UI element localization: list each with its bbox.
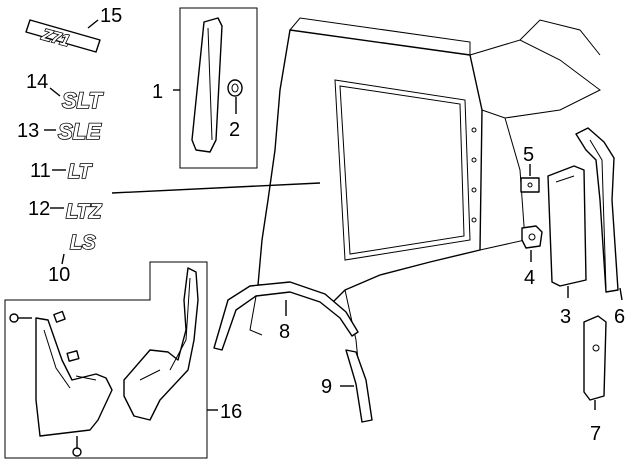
part-5-clip: 5 bbox=[520, 144, 540, 193]
emblem-ltz: LTZ 12 bbox=[28, 198, 103, 224]
emblem-ls: LS 10 bbox=[48, 231, 97, 286]
part-7-applique: 7 bbox=[583, 315, 607, 445]
part-2-clip: 2 bbox=[227, 79, 243, 141]
part-16-mudflap-kit: 16 bbox=[4, 261, 242, 459]
part-3-trim-panel: 3 bbox=[547, 165, 587, 328]
part-16-box bbox=[4, 261, 208, 459]
emblem-ls-text: LS bbox=[70, 232, 96, 254]
part-1-box bbox=[179, 7, 258, 169]
callout-9: 9 bbox=[321, 376, 332, 398]
part-9-trim-strip: 9 bbox=[321, 349, 373, 423]
vehicle-body bbox=[249, 17, 601, 381]
emblem-z71: Z71 15 bbox=[25, 5, 122, 53]
emblem-sle-text: SLE bbox=[58, 119, 102, 144]
emblem-lt-text: LT bbox=[68, 161, 93, 183]
callout-4: 4 bbox=[524, 267, 535, 289]
callout-15: 15 bbox=[100, 5, 122, 27]
callout-14: 14 bbox=[26, 71, 48, 93]
emblem-sle: SLE 13 bbox=[17, 118, 103, 145]
emblem-lt: LT 11 bbox=[30, 160, 94, 184]
callout-5: 5 bbox=[523, 144, 534, 166]
emblem-z71-text: Z71 bbox=[39, 26, 71, 50]
callout-13: 13 bbox=[17, 120, 39, 142]
emblem-slt: SLT 14 bbox=[26, 71, 104, 114]
callout-3: 3 bbox=[560, 306, 571, 328]
callout-16: 16 bbox=[220, 401, 242, 423]
callout-11: 11 bbox=[30, 160, 51, 182]
callout-7: 7 bbox=[590, 423, 601, 445]
callout-12: 12 bbox=[28, 198, 50, 220]
part-6-pillar-molding: 6 bbox=[575, 127, 625, 328]
emblem-leader-line bbox=[111, 182, 321, 194]
part-8-wheel-flare: 8 bbox=[213, 281, 359, 351]
callout-2: 2 bbox=[229, 119, 240, 141]
part-1-molding: 1 bbox=[152, 7, 258, 169]
callout-6: 6 bbox=[614, 306, 625, 328]
part-4-bracket: 4 bbox=[521, 225, 543, 289]
callout-8: 8 bbox=[279, 321, 290, 343]
screw-icon bbox=[72, 436, 82, 457]
callout-1: 1 bbox=[152, 81, 163, 103]
callout-10: 10 bbox=[48, 264, 70, 286]
screw-icon bbox=[9, 313, 32, 323]
emblem-slt-text: SLT bbox=[62, 88, 103, 113]
emblem-ltz-text: LTZ bbox=[66, 201, 102, 223]
